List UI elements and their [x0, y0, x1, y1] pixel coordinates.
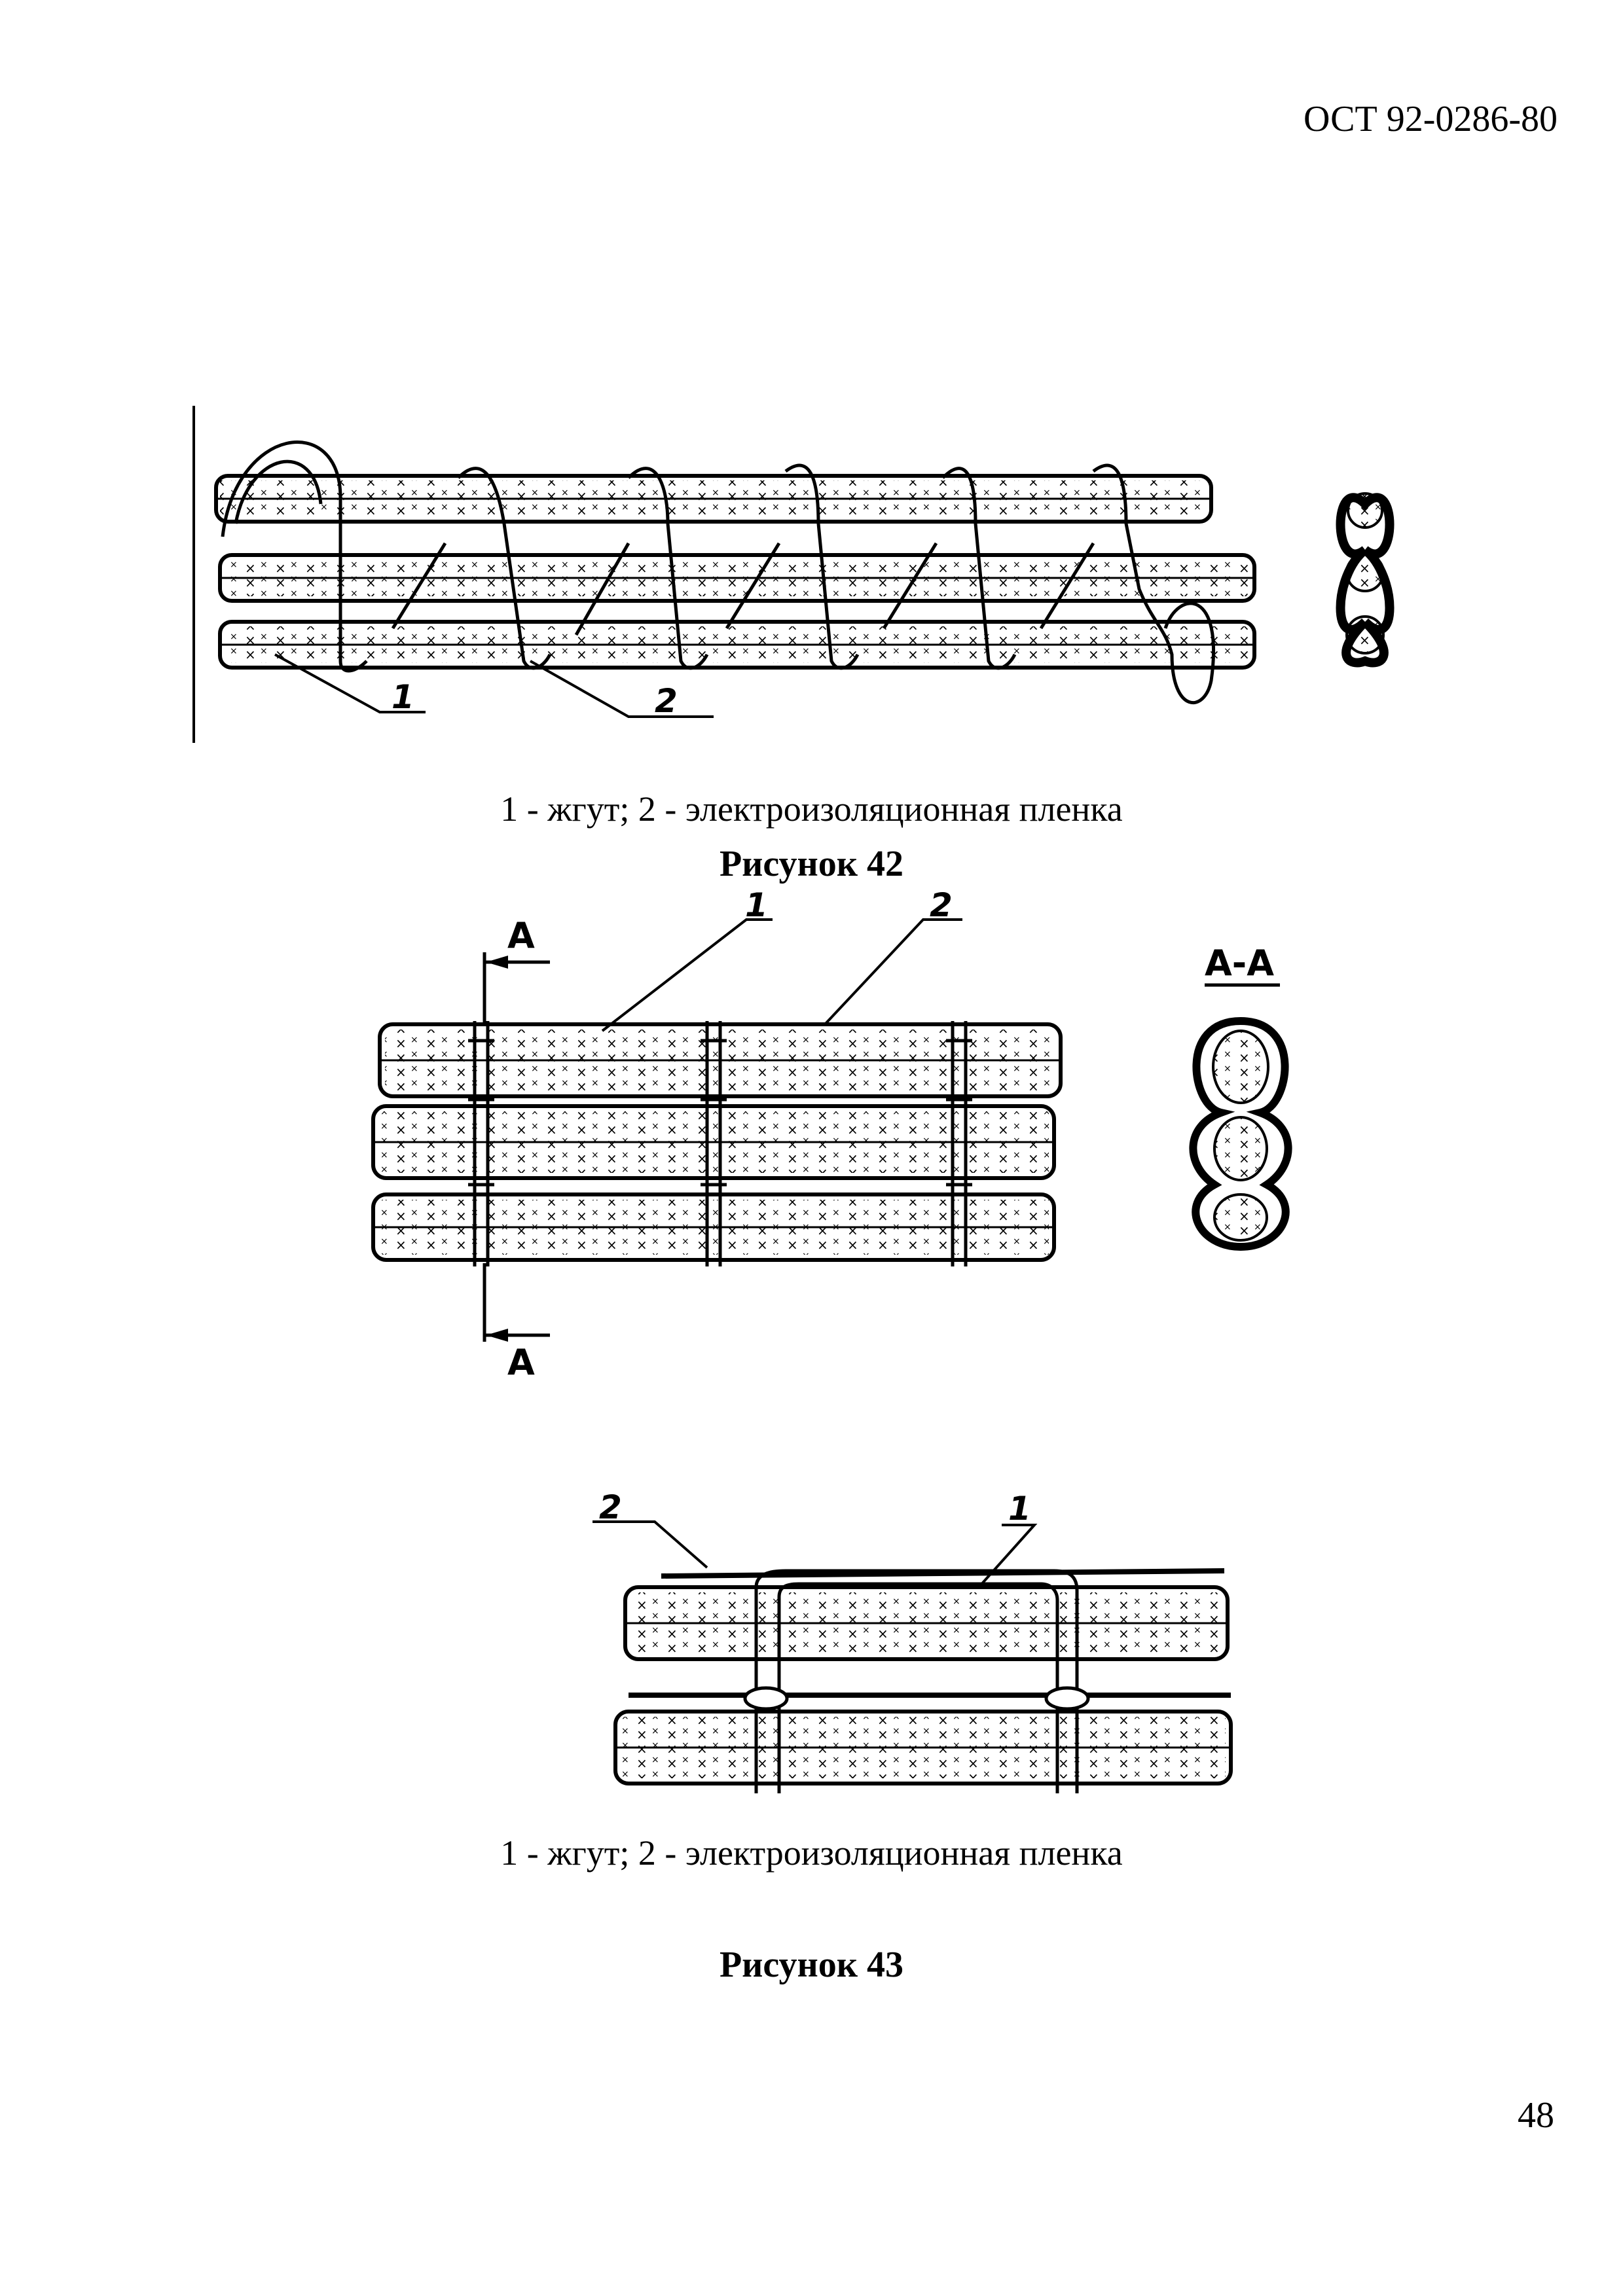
callout-2-top: 2 [930, 886, 953, 924]
bundle-cables [214, 474, 1256, 670]
callout-1-bottom: 1 [1008, 1490, 1031, 1528]
cross-section-view [1336, 492, 1395, 668]
figure-43-title: Рисунок 43 [719, 1945, 904, 1985]
page-number: 48 [1518, 2095, 1554, 2136]
figure-42-drawing: × × [192, 406, 1395, 743]
figure-43-caption: 1 - жгут; 2 - электроизоляционная пленка [500, 1833, 1123, 1873]
film-loop-band [743, 1569, 1090, 1793]
section-mark-top: A [507, 915, 535, 956]
callout-2-bottom: 2 [599, 1488, 622, 1526]
figure-43-lower-drawing: × × 2 1 [593, 1488, 1233, 1793]
figure-42-caption: 1 - жгут; 2 - электроизоляционная пленка [500, 789, 1123, 829]
document-code: ОСТ 92-0286-80 [1304, 99, 1558, 139]
callout-2-label: 2 [655, 682, 678, 720]
figure-42-title: Рисунок 42 [719, 844, 904, 884]
vertical-film-bands [468, 1021, 972, 1266]
section-view-title: A-A [1205, 942, 1274, 984]
figure-43-main-drawing: × × A A 1 2 A-A [371, 886, 1292, 1383]
section-mark-bottom: A [507, 1342, 535, 1383]
callout-1-label: 1 [392, 678, 414, 716]
section-a-a-view [1189, 1016, 1292, 1251]
callout-1-top: 1 [745, 886, 768, 924]
spiral-film-wrap [221, 440, 1216, 705]
